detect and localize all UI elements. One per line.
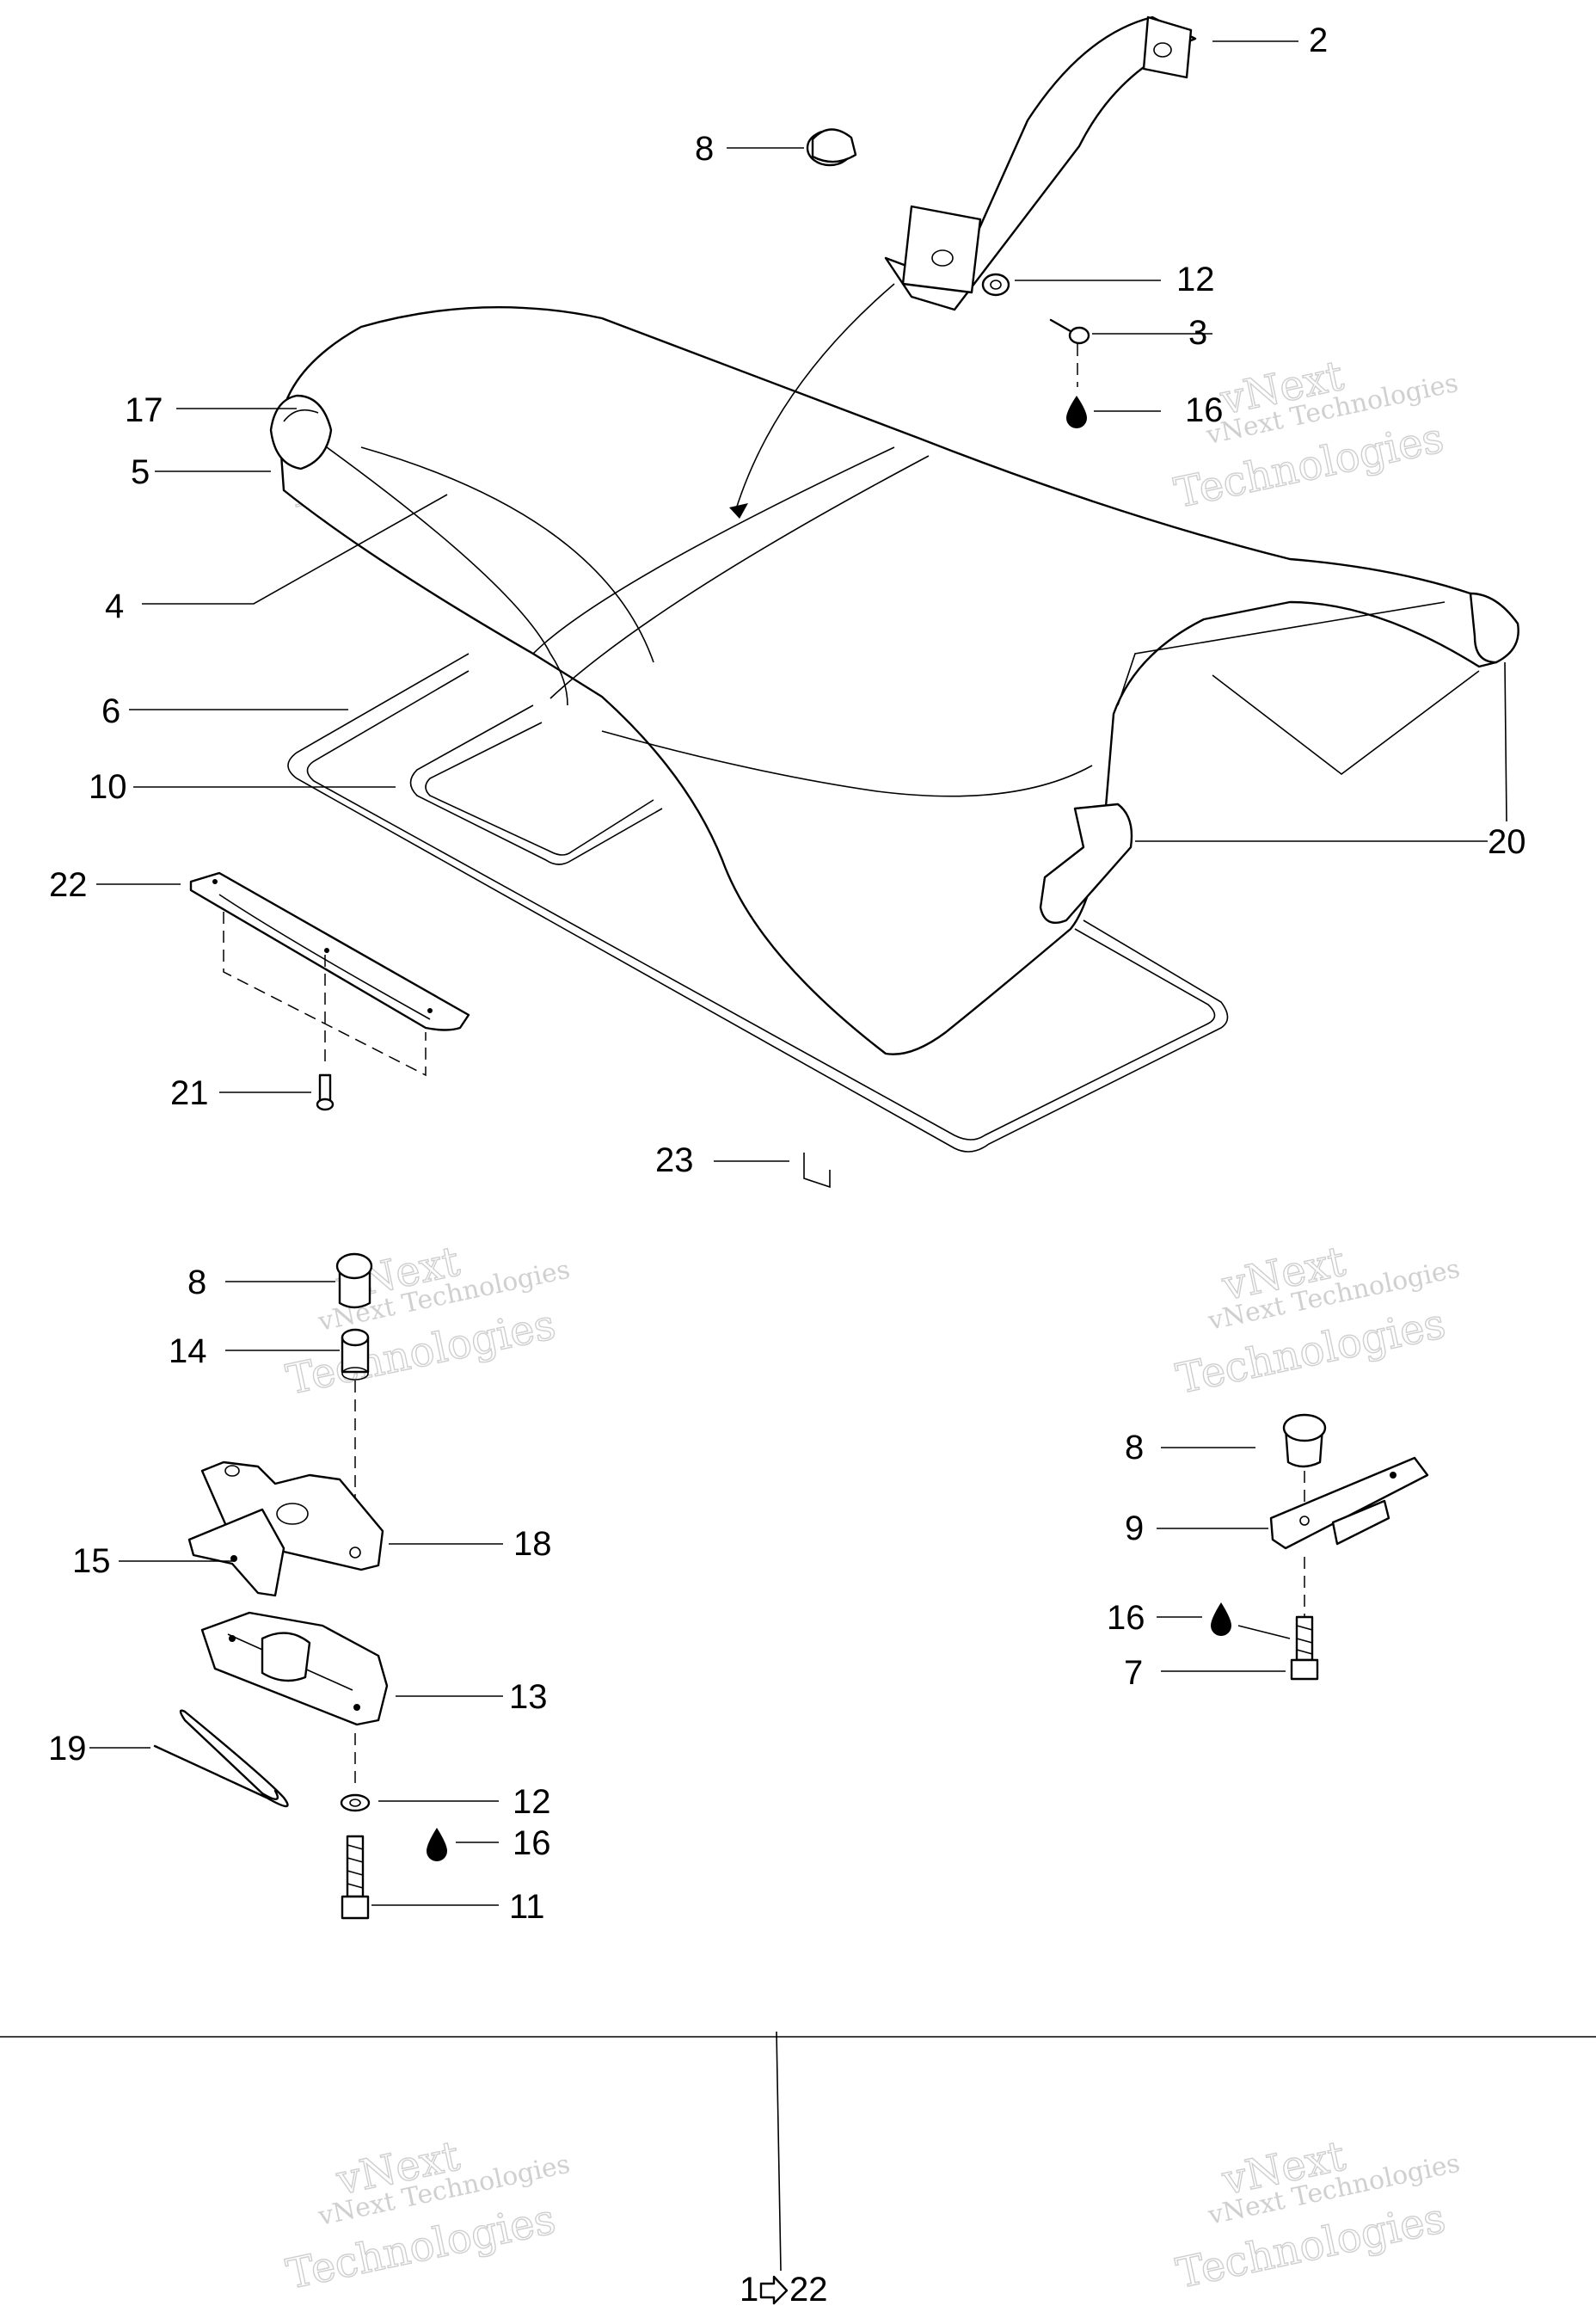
clip-23 bbox=[803, 1153, 831, 1189]
bumper-cap-right bbox=[1282, 1413, 1327, 1468]
callout-14: 14 bbox=[169, 1332, 207, 1370]
callout-2: 2 bbox=[1309, 22, 1328, 59]
threadlocker-drop-right bbox=[1211, 1602, 1231, 1636]
right-arrow-icon bbox=[759, 2275, 789, 2305]
callout-16-right: 16 bbox=[1107, 1599, 1145, 1637]
callout-20: 20 bbox=[1488, 823, 1526, 861]
seat-frame-outer bbox=[287, 653, 1229, 1153]
callout-18: 18 bbox=[513, 1525, 552, 1563]
callout-12-top: 12 bbox=[1176, 261, 1215, 298]
watermark-mid-right: vNext vNext Technologies Technologies bbox=[1171, 1237, 1462, 1405]
callout-6: 6 bbox=[101, 692, 120, 730]
bolt-striker bbox=[1290, 1615, 1319, 1681]
seat-cushion bbox=[278, 305, 1502, 1055]
callout-3: 3 bbox=[1188, 314, 1207, 352]
striker-plate bbox=[1269, 1456, 1429, 1550]
callout-labels: 2 8 12 3 16 17 5 4 6 10 22 20 21 23 8 14… bbox=[48, 22, 1526, 1926]
bracket-plate bbox=[189, 871, 470, 1031]
screw-bracket bbox=[316, 1073, 335, 1111]
leader-lines bbox=[89, 40, 1507, 1906]
screw-top bbox=[1049, 318, 1090, 345]
corner-protector-right bbox=[1469, 592, 1519, 664]
footer-dividers bbox=[0, 2031, 1596, 2272]
watermark-bottom-right: vNext vNext Technologies Technologies bbox=[1171, 2131, 1462, 2299]
grab-handle bbox=[884, 15, 1197, 311]
footer-range: 1 22 bbox=[740, 2271, 828, 2309]
bumper-cap-left bbox=[335, 1252, 373, 1309]
callout-8-right: 8 bbox=[1125, 1429, 1144, 1467]
callout-4: 4 bbox=[105, 587, 124, 625]
watermark-mid-left: vNext vNext Technologies Technologies bbox=[282, 1237, 573, 1405]
callout-16-bottom: 16 bbox=[513, 1824, 551, 1862]
latch-base bbox=[200, 1611, 389, 1726]
footer-range-end: 22 bbox=[789, 2271, 828, 2309]
spacer-sleeve bbox=[341, 1328, 370, 1380]
threadlocker-drop-bottom bbox=[427, 1828, 447, 1861]
callout-8-top: 8 bbox=[695, 130, 714, 168]
callout-10: 10 bbox=[89, 768, 127, 806]
seat-end-cap-left bbox=[269, 394, 333, 470]
latch-lever bbox=[187, 1508, 285, 1597]
callout-13: 13 bbox=[509, 1678, 548, 1716]
callout-12-bottom: 12 bbox=[513, 1783, 551, 1821]
watermark-top-right: vNext vNext Technologies Technologies bbox=[1169, 351, 1460, 519]
callout-7: 7 bbox=[1124, 1654, 1143, 1692]
callout-21: 21 bbox=[170, 1074, 209, 1112]
callout-17: 17 bbox=[125, 391, 163, 429]
callout-23: 23 bbox=[655, 1141, 694, 1179]
washer-bottom bbox=[340, 1793, 371, 1812]
callout-5: 5 bbox=[131, 453, 150, 491]
callout-9: 9 bbox=[1125, 1510, 1144, 1547]
callout-15: 15 bbox=[72, 1542, 111, 1580]
callout-8-left: 8 bbox=[187, 1264, 206, 1301]
watermark-bottom-left: vNext vNext Technologies Technologies bbox=[282, 2131, 573, 2300]
callout-22: 22 bbox=[49, 866, 88, 904]
callout-11: 11 bbox=[509, 1888, 545, 1926]
bumper-cap-top bbox=[806, 128, 857, 167]
callout-16-top: 16 bbox=[1185, 391, 1224, 429]
hairpin-clip bbox=[153, 1709, 289, 1808]
seat-frame-inner bbox=[409, 704, 663, 865]
corner-protector-front bbox=[1039, 802, 1133, 925]
callout-19: 19 bbox=[48, 1730, 87, 1768]
bolt-latch bbox=[341, 1835, 370, 1920]
footer-range-start: 1 bbox=[740, 2271, 758, 2309]
threadlocker-drop-top bbox=[1066, 396, 1087, 428]
washer-top bbox=[981, 273, 1010, 297]
